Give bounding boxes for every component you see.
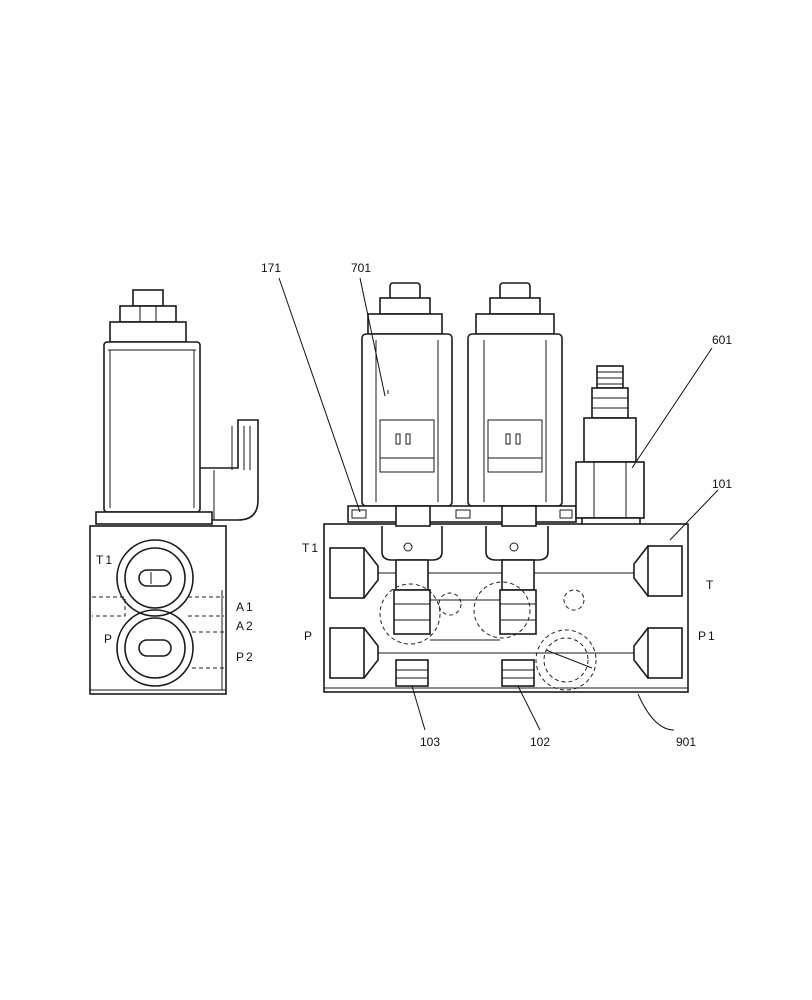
- callout-601: 601: [712, 333, 732, 347]
- solenoid-flanges: [347, 505, 577, 523]
- side-valve-body: [89, 525, 227, 695]
- side-port-label-p: P: [104, 632, 114, 646]
- front-port-label-t: T: [706, 578, 715, 592]
- side-port-t1-circle: [116, 539, 194, 617]
- front-port-label-p1: P1: [698, 629, 717, 643]
- cartridge-102: [473, 505, 597, 691]
- side-view: T1 A1 A2 P P2: [89, 289, 259, 695]
- port-t1-left: [329, 547, 365, 599]
- front-view: T1 P T P1: [302, 282, 717, 693]
- port-t-right: [647, 545, 683, 597]
- callout-701: 701: [351, 261, 371, 275]
- side-port-p-slot: [138, 639, 172, 657]
- side-port-label-t1: T1: [96, 553, 114, 567]
- solenoid-1: [361, 282, 453, 507]
- port-p1-right: [647, 627, 683, 679]
- side-port-label-a2: A2: [236, 619, 255, 633]
- front-port-label-p: P: [304, 629, 314, 643]
- side-port-label-a1: A1: [236, 600, 255, 614]
- leader-lines: [278, 277, 719, 731]
- callout-171: 171: [261, 261, 281, 275]
- callout-103: 103: [420, 735, 440, 749]
- side-port-p-circle: [116, 609, 194, 687]
- solenoid-2: [467, 282, 563, 507]
- callout-901: 901: [676, 735, 696, 749]
- side-connector-plug: [200, 419, 259, 521]
- side-solenoid-nut: [109, 289, 187, 343]
- cartridge-103: [379, 505, 462, 687]
- callout-101: 101: [712, 477, 732, 491]
- side-port-t1-slot: [138, 569, 172, 587]
- callout-102: 102: [530, 735, 550, 749]
- side-flange: [95, 511, 213, 525]
- front-port-label-t1: T1: [302, 541, 320, 555]
- side-port-label-p2: P2: [236, 650, 255, 664]
- side-solenoid-coil: [103, 341, 201, 513]
- port-p-left: [329, 627, 365, 679]
